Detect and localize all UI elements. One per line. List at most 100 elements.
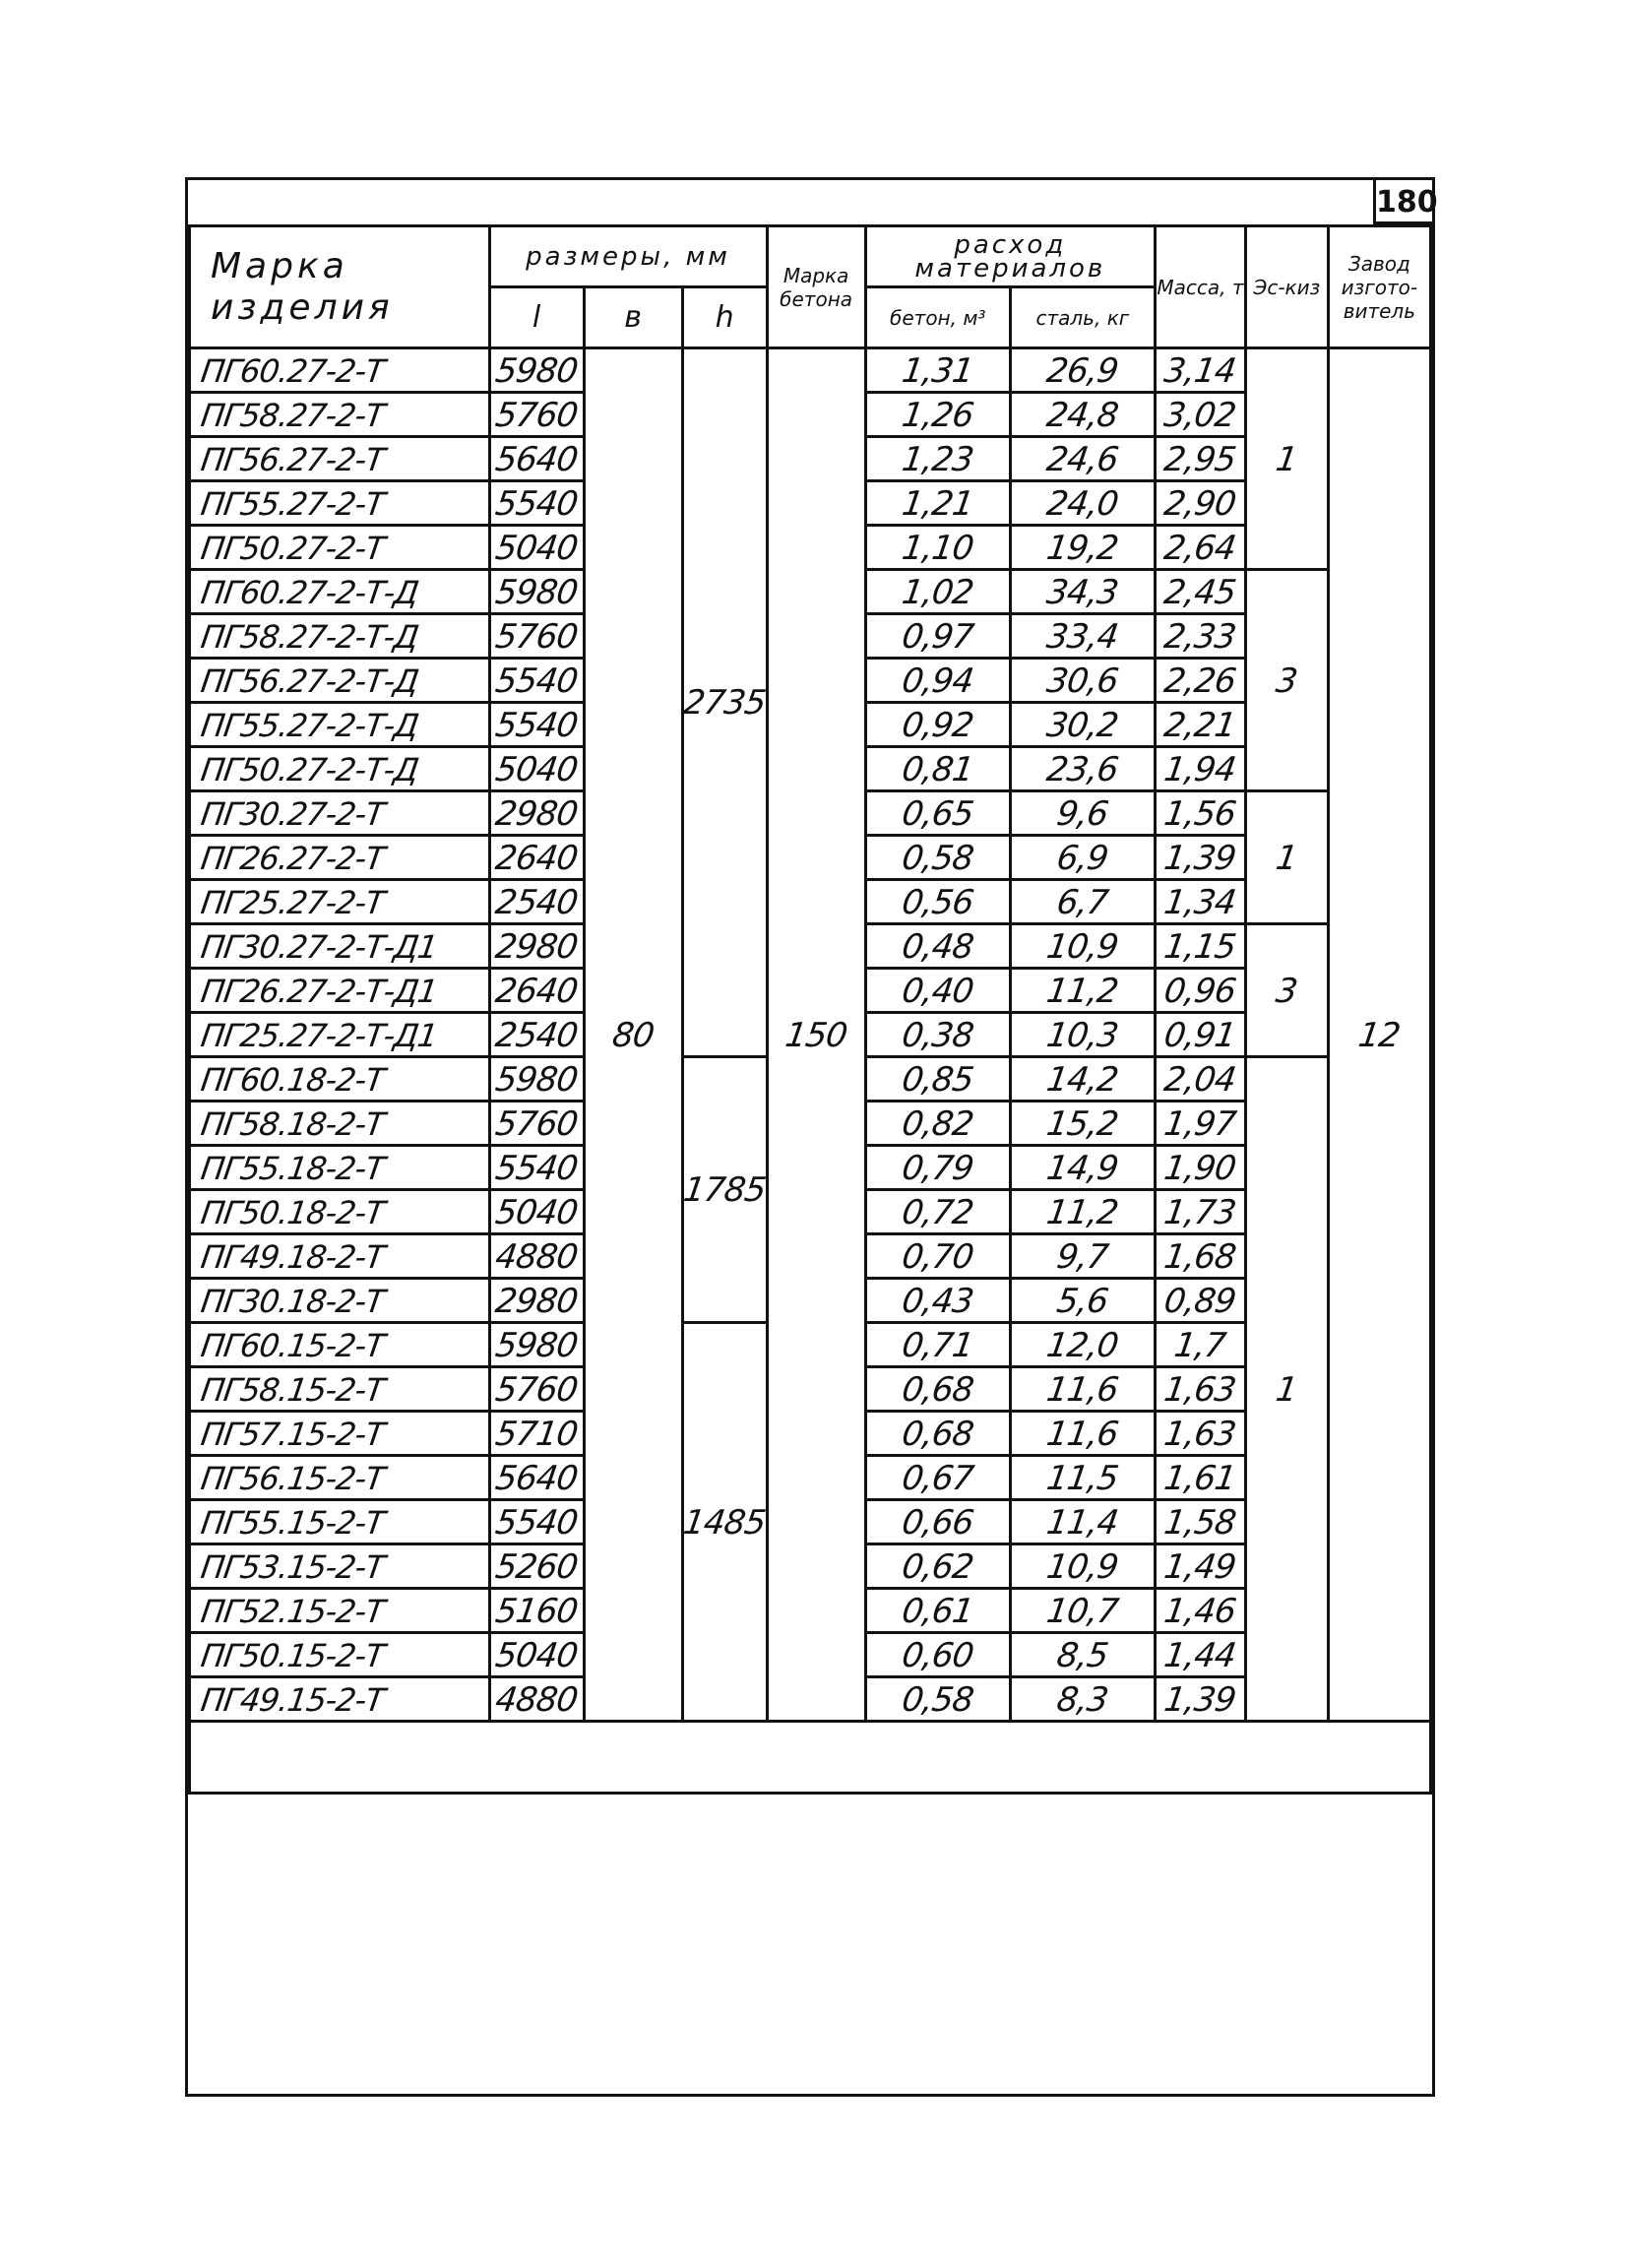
cell-mass: 1,68 <box>1152 1233 1249 1279</box>
cell-steel: 6,7 <box>1007 879 1158 924</box>
cell-concrete: 0,72 <box>862 1189 1014 1234</box>
cell-concrete: 0,67 <box>862 1455 1014 1500</box>
cell-concrete: 1,02 <box>862 569 1014 614</box>
cell-concrete: 1,21 <box>862 480 1014 526</box>
cell-length: 2640 <box>485 835 588 880</box>
cell-length: 5540 <box>485 702 588 747</box>
cell-mass: 1,44 <box>1152 1632 1249 1677</box>
page-number: 180 <box>1373 180 1438 224</box>
header-dim-b: в <box>582 285 684 349</box>
cell-steel: 10,7 <box>1007 1588 1158 1633</box>
cell-steel: 30,6 <box>1007 658 1158 703</box>
cell-length: 5540 <box>485 1145 588 1190</box>
cell-steel: 30,2 <box>1007 702 1158 747</box>
cell-mark: ПГ52.15-2-Т <box>186 1588 493 1633</box>
cell-steel: 15,2 <box>1007 1101 1158 1146</box>
footer-cell <box>188 1720 1432 1795</box>
cell-mark: ПГ30.27-2-Т <box>186 790 493 836</box>
cell-length: 5760 <box>485 1101 588 1146</box>
cell-length: 5760 <box>485 1366 588 1412</box>
cell-mark: ПГ60.27-2-Т <box>186 347 493 393</box>
cell-mark: ПГ49.15-2-Т <box>186 1676 493 1722</box>
cell-length: 4880 <box>485 1233 588 1279</box>
cell-length: 5640 <box>485 1455 588 1500</box>
cell-concrete: 0,58 <box>862 835 1014 880</box>
cell-concrete: 1,23 <box>862 436 1014 481</box>
cell-concrete: 0,65 <box>862 790 1014 836</box>
cell-steel: 8,5 <box>1007 1632 1158 1677</box>
cell-length: 5540 <box>485 658 588 703</box>
cell-concrete: 0,61 <box>862 1588 1014 1633</box>
table-footer-row <box>188 1720 1432 1795</box>
cell-steel: 24,0 <box>1007 480 1158 526</box>
cell-concrete: 0,94 <box>862 658 1014 703</box>
header-dim-l: l <box>487 285 586 349</box>
cell-mass: 1,56 <box>1152 790 1249 836</box>
cell-mass: 1,49 <box>1152 1544 1249 1589</box>
cell-concrete: 0,58 <box>862 1676 1014 1722</box>
cell-steel: 11,6 <box>1007 1366 1158 1412</box>
header-concrete: бетон, м³ <box>863 285 1012 349</box>
cell-mark: ПГ53.15-2-Т <box>186 1544 493 1589</box>
cell-mark: ПГ57.15-2-Т <box>186 1411 493 1456</box>
header-factory: Завод изгото-витель <box>1326 224 1433 349</box>
cell-mass: 2,90 <box>1152 480 1249 526</box>
cell-sketch: 3 <box>1229 569 1345 791</box>
cell-mass: 1,39 <box>1152 835 1249 880</box>
cell-mass: 1,39 <box>1152 1676 1249 1722</box>
cell-steel: 10,9 <box>1007 1544 1158 1589</box>
cell-length: 5760 <box>485 613 588 659</box>
header-mass: Масса, т <box>1153 224 1247 349</box>
cell-length: 5980 <box>485 569 588 614</box>
cell-mark: ПГ56.27-2-Т <box>186 436 493 481</box>
header-mark: Марка изделия <box>188 224 491 349</box>
header-sketch: Эс-киз <box>1243 224 1330 349</box>
cell-steel: 26,9 <box>1007 347 1158 393</box>
cell-steel: 11,6 <box>1007 1411 1158 1456</box>
cell-mass: 1,15 <box>1152 923 1249 969</box>
cell-concrete: 0,60 <box>862 1632 1014 1677</box>
cell-mark: ПГ56.27-2-Т-Д <box>186 658 493 703</box>
cell-mass: 3,14 <box>1152 347 1249 393</box>
cell-concrete: 0,68 <box>862 1411 1014 1456</box>
cell-mass: 0,96 <box>1152 968 1249 1013</box>
cell-mark: ПГ26.27-2-Т-Д1 <box>186 968 493 1013</box>
cell-mass: 1,73 <box>1152 1189 1249 1234</box>
cell-concrete: 0,92 <box>862 702 1014 747</box>
cell-steel: 11,2 <box>1007 968 1158 1013</box>
cell-mass: 1,61 <box>1152 1455 1249 1500</box>
cell-concrete: 0,66 <box>862 1499 1014 1544</box>
cell-mark: ПГ55.27-2-Т-Д <box>186 702 493 747</box>
cell-mass: 2,45 <box>1152 569 1249 614</box>
cell-steel: 14,2 <box>1007 1056 1158 1102</box>
cell-mass: 1,94 <box>1152 746 1249 791</box>
cell-sketch: 3 <box>1235 923 1338 1057</box>
cell-mark: ПГ58.18-2-Т <box>186 1101 493 1146</box>
cell-mark: ПГ55.18-2-Т <box>186 1145 493 1190</box>
cell-steel: 11,4 <box>1007 1499 1158 1544</box>
cell-mass: 1,46 <box>1152 1588 1249 1633</box>
cell-mass: 1,58 <box>1152 1499 1249 1544</box>
cell-concrete: 0,70 <box>862 1233 1014 1279</box>
cell-mark: ПГ50.27-2-Т-Д <box>186 746 493 791</box>
cell-mass: 3,02 <box>1152 392 1249 437</box>
cell-steel: 12,0 <box>1007 1322 1158 1367</box>
cell-mass: 1,34 <box>1152 879 1249 924</box>
cell-mass: 2,95 <box>1152 436 1249 481</box>
spec-table: Марка изделия размеры, мм Марка бетона р… <box>186 224 1528 1795</box>
cell-length: 5980 <box>485 1056 588 1102</box>
cell-steel: 14,9 <box>1007 1145 1158 1190</box>
cell-steel: 5,6 <box>1007 1278 1158 1323</box>
cell-sketch: 1 <box>1235 790 1338 924</box>
cell-mark: ПГ58.27-2-Т-Д <box>186 613 493 659</box>
cell-mass: 1,63 <box>1152 1411 1249 1456</box>
cell-steel: 8,3 <box>1007 1676 1158 1722</box>
cell-steel: 24,8 <box>1007 392 1158 437</box>
cell-steel: 6,9 <box>1007 835 1158 880</box>
cell-steel: 34,3 <box>1007 569 1158 614</box>
cell-mass: 2,21 <box>1152 702 1249 747</box>
